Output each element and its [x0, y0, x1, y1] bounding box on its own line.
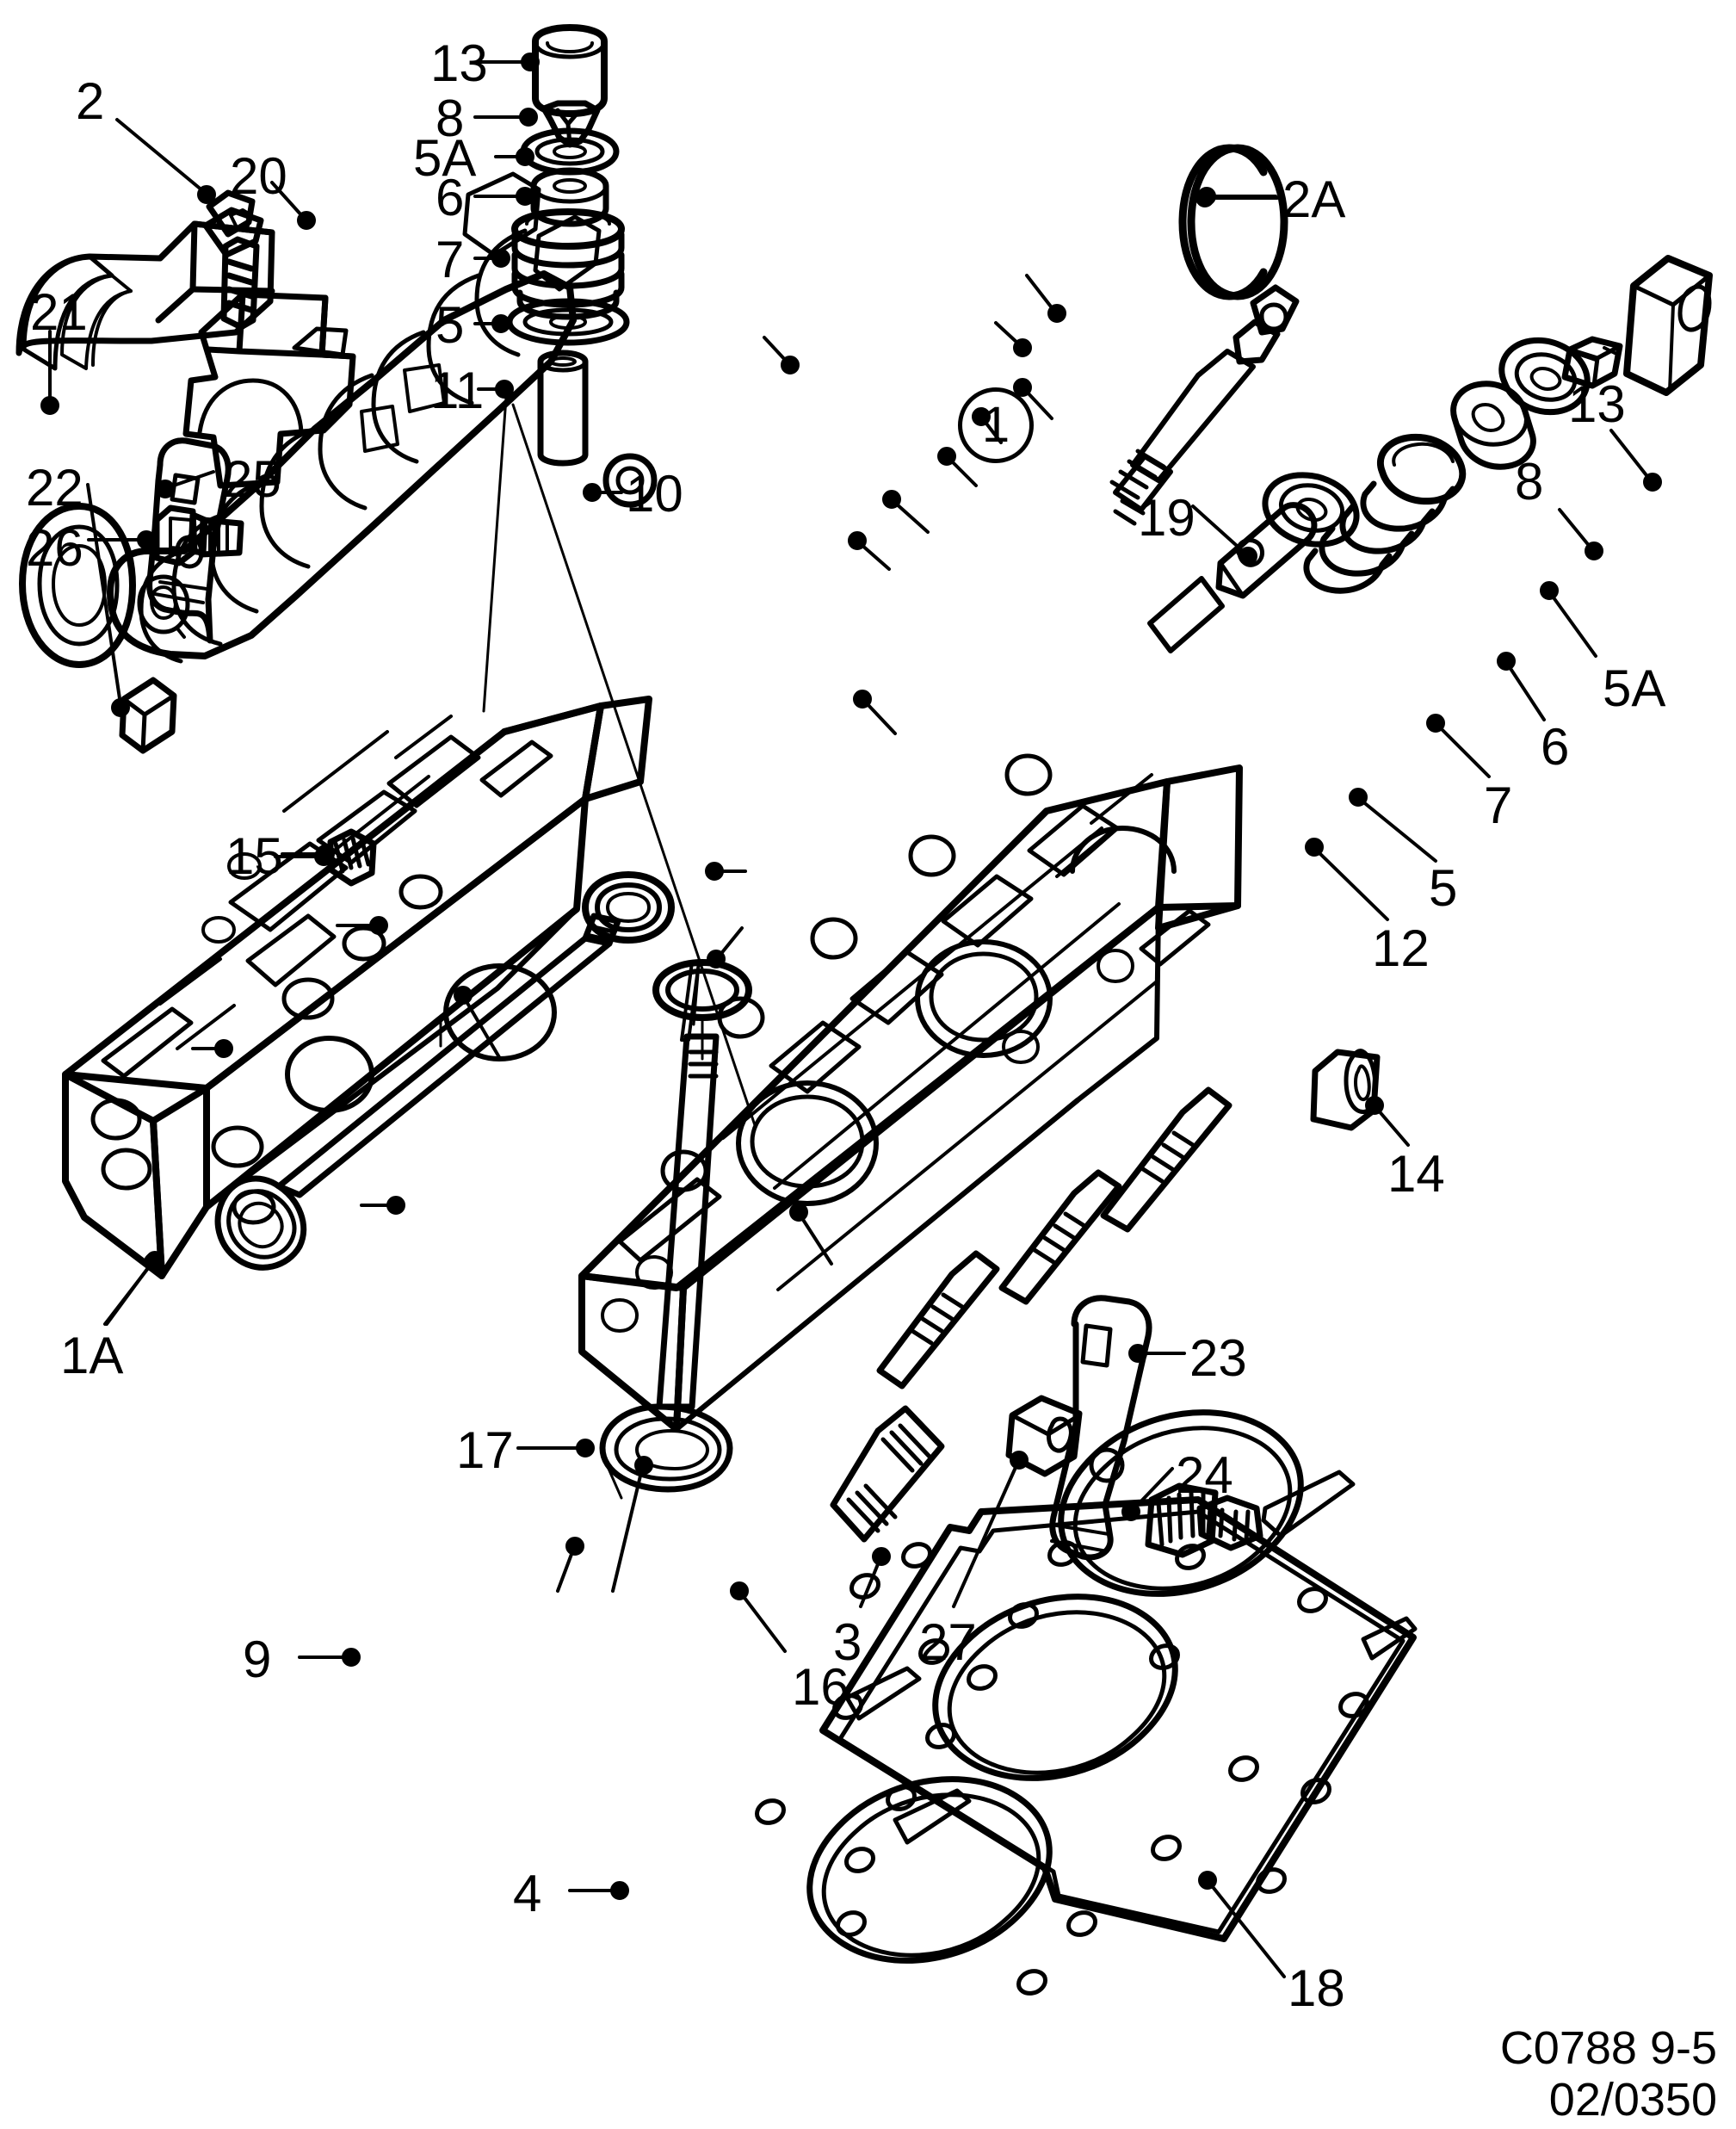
part-oil-gallery-plug	[327, 828, 377, 887]
callout-20[interactable]: 20	[230, 147, 287, 205]
callout-6[interactable]: 6	[436, 169, 465, 226]
part-valve-spring-right	[1303, 433, 1467, 594]
callout-6-right[interactable]: 6	[1541, 718, 1570, 776]
callout-7-right[interactable]: 7	[1484, 777, 1513, 834]
callout-26[interactable]: 26	[26, 519, 83, 577]
part-tappet-bucket-right	[1623, 255, 1713, 396]
part-valve-spring-left	[511, 208, 625, 320]
callout-25[interactable]: 25	[224, 450, 281, 508]
callout-4[interactable]: 4	[513, 1865, 542, 1922]
callout-13[interactable]: 13	[430, 34, 488, 92]
callout-17[interactable]: 17	[456, 1421, 514, 1479]
part-cylinder-head-gasket	[755, 1409, 1418, 1996]
part-intake-valve	[214, 913, 621, 1271]
callout-11[interactable]: 11	[430, 362, 485, 419]
callout-18[interactable]: 18	[1288, 1959, 1345, 2017]
part-manifold-stud	[830, 1405, 945, 1543]
part-valve-collets-right	[1561, 336, 1623, 389]
callout-8[interactable]: 8	[436, 90, 465, 147]
callout-14[interactable]: 14	[1387, 1145, 1445, 1203]
callout-13-right[interactable]: 13	[1568, 375, 1626, 433]
part-valve-stem-seal-left	[530, 167, 609, 227]
callout-12[interactable]: 12	[1372, 919, 1430, 977]
callout-8-right[interactable]: 8	[1515, 453, 1544, 511]
callout-5A-right[interactable]: 5A	[1603, 659, 1666, 717]
part-bracket-bolt-left	[153, 504, 244, 566]
callout-27[interactable]: 27	[919, 1613, 977, 1671]
callout-5-right[interactable]: 5	[1429, 859, 1458, 917]
part-spring-retainer-right	[1498, 337, 1591, 416]
footer-revision-code: 02/0350	[1548, 2074, 1717, 2126]
callout-2[interactable]: 2	[76, 72, 105, 130]
callout-5A[interactable]: 5A	[413, 129, 477, 187]
part-valve-guide-left	[537, 350, 589, 467]
callout-15[interactable]: 15	[225, 827, 283, 885]
callout-23[interactable]: 23	[1189, 1329, 1247, 1387]
part-stud-nut	[1310, 1049, 1381, 1131]
part-camshaft-oil-seal	[19, 503, 136, 668]
footer-drawing-number: C0788 9-5	[1499, 2022, 1717, 2074]
part-spring-retainer-left	[520, 127, 620, 176]
part-spring-seat-left	[506, 298, 630, 346]
callout-24[interactable]: 24	[1176, 1446, 1233, 1504]
part-spring-seat-right	[1262, 472, 1360, 548]
part-bracket-bolt-right	[1145, 1482, 1263, 1558]
part-cylinder-head-bolt	[1109, 284, 1300, 526]
part-valve-stem-seal-16	[652, 959, 752, 1021]
callout-10[interactable]: 10	[626, 465, 683, 523]
callout-2A[interactable]: 2A	[1282, 170, 1346, 228]
callout-16[interactable]: 16	[792, 1658, 849, 1716]
callout-3[interactable]: 3	[833, 1613, 862, 1671]
callout-1[interactable]: 1	[958, 387, 1034, 463]
part-camshaft	[107, 171, 602, 664]
part-dowel-pin	[119, 677, 177, 754]
callout-7[interactable]: 7	[436, 231, 465, 288]
part-camshaft-bearing-cap-right	[182, 291, 356, 489]
part-cylinder-head-rear	[62, 696, 652, 1279]
part-tappet-bucket-left	[532, 24, 608, 117]
callout-19[interactable]: 19	[1138, 489, 1195, 547]
part-exhaust-valve	[599, 961, 733, 1493]
callout-22[interactable]: 22	[26, 459, 83, 517]
part-camshaft-bearing-cap-left	[15, 220, 275, 371]
part-head-studs	[876, 1086, 1232, 1389]
callout-9[interactable]: 9	[243, 1631, 272, 1688]
callout-5[interactable]: 5	[436, 296, 465, 354]
callout-1A[interactable]: 1A	[60, 1327, 124, 1384]
part-camshaft-plug	[1178, 144, 1288, 300]
part-valve-stem-seal-right	[1450, 381, 1536, 470]
callout-21[interactable]: 21	[30, 283, 88, 341]
